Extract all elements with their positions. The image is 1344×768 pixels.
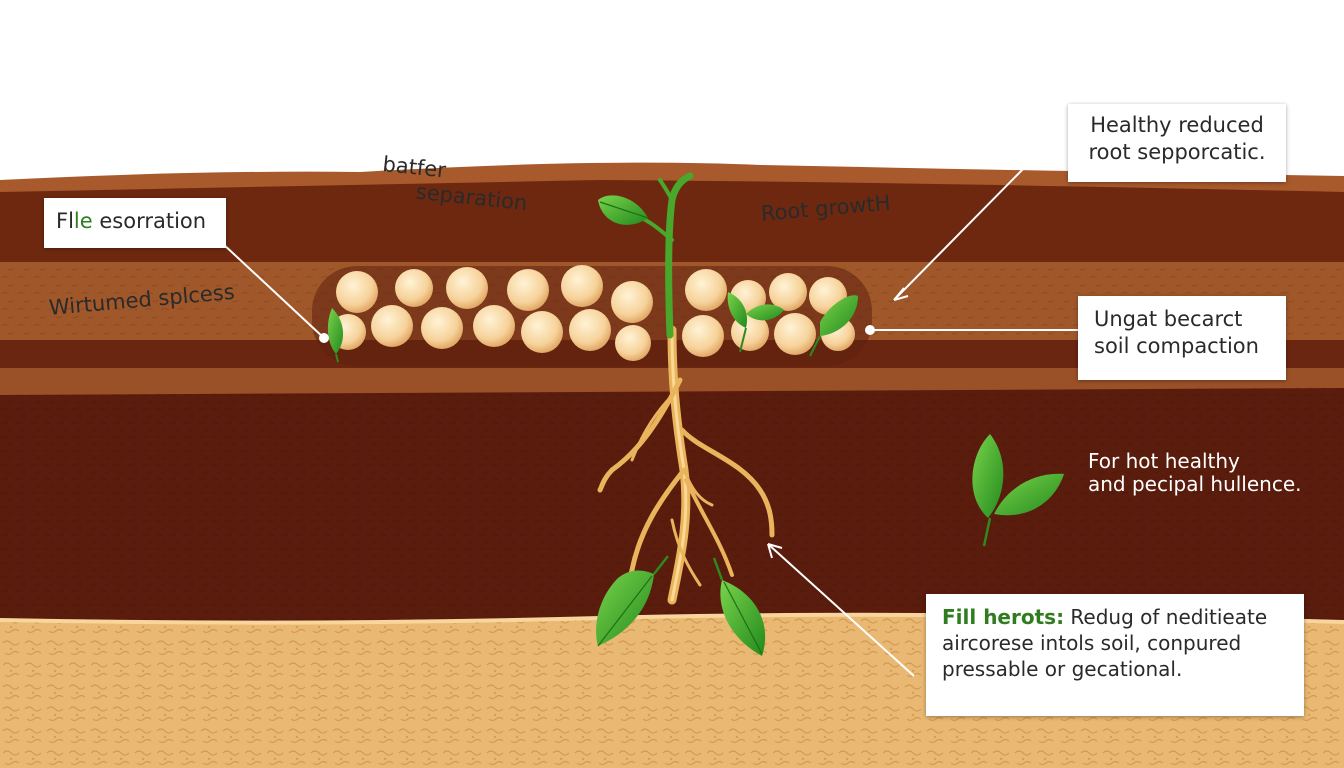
- bottom-callout-line-2: aircorese intols soil, conpured: [942, 630, 1288, 656]
- bottom-callout-line-3: pressable or gecational.: [942, 656, 1288, 682]
- deep-right-line-1: For hot healthy: [1088, 450, 1302, 473]
- arrow-icon: [866, 326, 874, 334]
- granule-icon: [682, 315, 724, 357]
- granule-icon: [473, 305, 515, 347]
- granule-icon: [446, 267, 488, 309]
- granule-icon: [371, 305, 413, 347]
- top-left-callout: Flle esorration: [44, 198, 226, 248]
- bottom-callout-line-1: Redug of neditieate: [1064, 605, 1267, 629]
- bottom-callout-title: Fill herots:: [942, 605, 1064, 629]
- top-right-line-1: Healthy reduced: [1082, 112, 1272, 139]
- top-left-callout-prefix: Fl: [56, 209, 74, 233]
- granule-icon: [421, 307, 463, 349]
- granule-icon: [774, 313, 816, 355]
- deep-right-label: For hot healthy and pecipal hullence.: [1088, 450, 1302, 496]
- arrow-icon: [320, 334, 328, 342]
- mid-right-line-2: soil compaction: [1094, 333, 1270, 360]
- granule-icon: [769, 273, 807, 311]
- granule-icon: [615, 325, 651, 361]
- granule-icon: [395, 269, 433, 307]
- deep-right-line-2: and pecipal hullence.: [1088, 473, 1302, 496]
- top-right-callout: Healthy reduced root sepporcatic.: [1068, 104, 1286, 182]
- top-right-line-2: root sepporcatic.: [1082, 139, 1272, 166]
- top-left-callout-green: le: [74, 209, 93, 233]
- mid-right-callout: Ungat becarct soil compaction: [1078, 296, 1286, 380]
- granule-icon: [507, 269, 549, 311]
- mid-right-line-1: Ungat becarct: [1094, 306, 1270, 333]
- granule-icon: [336, 271, 378, 313]
- granule-icon: [561, 265, 603, 307]
- granule-icon: [521, 311, 563, 353]
- granule-icon: [569, 309, 611, 351]
- top-left-callout-rest: esorration: [93, 209, 206, 233]
- bottom-right-callout: Fill herots: Redug of neditieate aircore…: [926, 594, 1304, 716]
- granule-icon: [685, 269, 727, 311]
- granule-icon: [611, 281, 653, 323]
